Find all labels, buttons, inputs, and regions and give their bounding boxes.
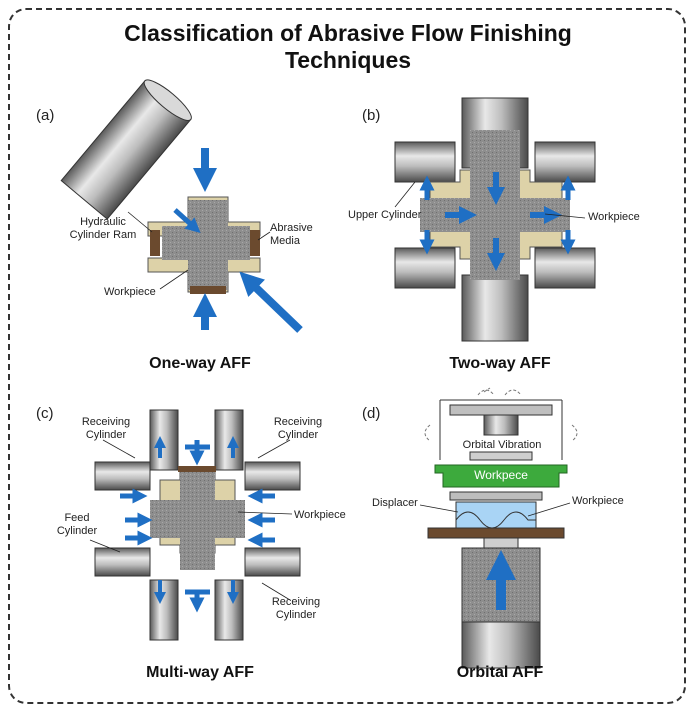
label-workpece-block: Workpece xyxy=(474,468,528,482)
panel-b-letter: (b) xyxy=(362,107,381,124)
lower-cylinder-b xyxy=(461,274,529,342)
panel-b-caption: Two-way AFF xyxy=(449,355,551,372)
label-ram-line2: Cylinder Ram xyxy=(69,229,137,241)
label-workpiece-c: Workpiece xyxy=(294,509,346,521)
label-feed-cylinder: Feed Cylinder xyxy=(52,512,102,538)
panel-b-drawing xyxy=(394,97,596,342)
label-ram-line1: Hydraulic xyxy=(80,216,126,228)
dashed-border xyxy=(8,8,686,704)
arrow-a-ram xyxy=(173,208,201,234)
hydraulic-cylinder-ram xyxy=(60,79,192,220)
panel-c-caption: Multi-way AFF xyxy=(146,664,254,681)
label-media-line1: Abrasive xyxy=(270,222,313,234)
panel-d-caption: Orbital AFF xyxy=(456,664,544,681)
label-orbital-vibration: Orbital Vibration xyxy=(462,439,542,451)
panel-a-drawing xyxy=(60,79,303,333)
title-line-1: Classification of Abrasive Flow Finishin… xyxy=(124,20,572,46)
label-recv-tl-2: Cylinder xyxy=(85,429,127,441)
label-workpiece-d: Workpiece xyxy=(572,495,624,507)
workpece-block xyxy=(434,464,568,488)
panel-a-caption: One-way AFF xyxy=(149,355,251,372)
label-recv-tr-2: Cylinder xyxy=(277,429,319,441)
page-title: Classification of Abrasive Flow Finishin… xyxy=(0,20,696,74)
panel-c-drawing xyxy=(89,409,301,641)
label-hydraulic-ram: Hydraulic Cylinder Ram xyxy=(58,216,148,242)
label-workpiece-b: Workpiece xyxy=(588,211,640,223)
arrow-a-diagonal xyxy=(239,271,303,333)
label-recv-tr-1: Receiving xyxy=(273,416,323,428)
label-receiving-tl: Receiving Cylinder xyxy=(76,416,136,442)
label-abrasive-media: Abrasive Media xyxy=(270,222,313,248)
label-receiving-br: Receiving Cylinder xyxy=(266,596,326,622)
label-workpiece-a: Workpiece xyxy=(104,286,156,298)
panel-d-letter: (d) xyxy=(362,405,381,422)
panel-d-drawing xyxy=(419,387,578,669)
label-feed-2: Cylinder xyxy=(56,525,98,537)
title-line-2: Techniques xyxy=(284,47,412,73)
displacer-plate xyxy=(427,527,565,539)
label-media-line2: Media xyxy=(270,235,300,247)
label-recv-br-1: Receiving xyxy=(271,596,321,608)
panel-a-letter: (a) xyxy=(36,107,55,124)
label-recv-tl-1: Receiving xyxy=(81,416,131,428)
label-upper-cylinder: Upper Cylinder xyxy=(348,209,422,221)
panel-c-letter: (c) xyxy=(36,405,54,422)
label-receiving-tr: Receiving Cylinder xyxy=(268,416,328,442)
label-feed-1: Feed xyxy=(64,512,90,524)
label-recv-br-2: Cylinder xyxy=(275,609,317,621)
label-displacer: Displacer xyxy=(372,497,418,509)
